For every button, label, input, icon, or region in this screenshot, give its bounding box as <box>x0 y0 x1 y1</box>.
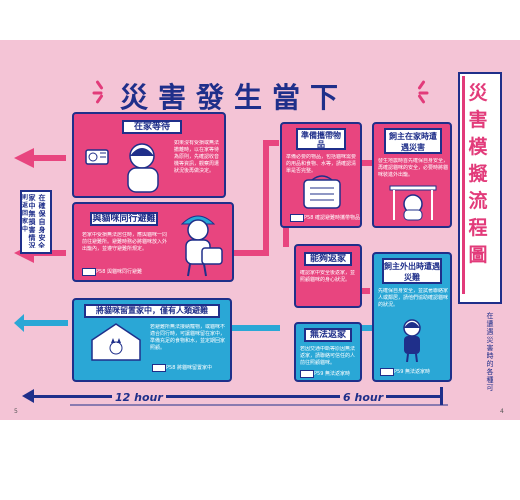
person-under-table-illustration <box>389 185 437 221</box>
ref-icon <box>152 364 166 372</box>
card-owner-outside-ref: P59 無法返家時 <box>394 369 430 375</box>
page-number-right: 4 <box>500 408 504 415</box>
side-title-accent <box>462 76 465 294</box>
side-description: 在遭遇災害時的各種可能狀況及應對方法，整理成流程圖，依照事先模擬的情境，事先擬定… <box>486 312 494 392</box>
person-with-carrier-illustration <box>180 215 223 277</box>
card-prepare-items-heading: 準備攜帶物品 <box>296 128 346 150</box>
page-title: 災害發生當下 <box>120 81 349 114</box>
card-cat-stay-home-ref: P58 將貓咪留置家中 <box>166 365 212 371</box>
return-home-label-box <box>20 190 52 254</box>
radio-person-illustration <box>85 143 159 193</box>
page-number-left: 5 <box>14 408 18 415</box>
timeline-label-12-hour: 12 hour <box>112 391 166 404</box>
card-evacuate-with-cat-text: 若家中受損無法居住時，應與貓咪一同前往避難所。避難時務必將貓咪放入外出籠內，並遵… <box>82 232 168 252</box>
ref-icon <box>300 370 314 378</box>
card-owner-outside-text: 先確保自身安全，並試著聯絡家人或鄰居，請他們協助確認貓咪的狀況。 <box>378 288 448 308</box>
ref-icon <box>380 368 394 376</box>
person-with-phone-illustration <box>403 319 421 362</box>
card-cannot-go-home-text: 若因交通中斷等原因無法返家，請聯絡可信任的人前往照顧貓咪。 <box>300 346 356 366</box>
card-cannot-go-home-heading: 無法返家 <box>304 328 352 342</box>
return-home-label-line-3: 則返回家中 <box>22 194 28 233</box>
cat-in-house-illustration <box>91 323 141 361</box>
card-evacuate-with-cat-heading: 與貓咪同行避難 <box>90 212 158 226</box>
card-cat-stay-home-heading: 將貓咪留置家中，僅有人類避難 <box>84 304 220 318</box>
card-evacuate-with-cat-ref: P58 與貓咪同行避難 <box>96 269 142 275</box>
side-title-box <box>458 72 502 304</box>
card-cannot-go-home-ref: P59 無法返家時 <box>314 371 350 377</box>
ref-icon <box>82 268 96 276</box>
card-owner-at-home-heading: 飼主在家時遭遇災害 <box>384 128 442 154</box>
card-at-home-wait-heading: 在家等待 <box>122 120 182 134</box>
side-title: 災害模擬流程圖 <box>468 82 488 266</box>
return-home-label-line-1: 在確保自身安全， <box>38 194 46 248</box>
book-spread: 災害發生當下 災害模擬流程圖 在遭遇災害時的各種可能狀況及應對方法，整理成流程圖… <box>0 40 520 420</box>
ref-icon <box>290 214 304 222</box>
card-cat-stay-home-text: 若避難所無法接納寵物，或貓咪不適合同行時，可讓貓咪留在家中，準備充足的食物和水，… <box>150 324 226 351</box>
card-prepare-items-ref: P58 確認避難時攜帶物品 <box>304 215 360 221</box>
card-owner-at-home-text: 發生地震時首先確保自身安全，再確認貓咪的安全，必要時將貓咪裝進外出籠。 <box>378 158 448 178</box>
card-can-go-home-heading: 能夠返家 <box>304 252 352 266</box>
card-prepare-items-text: 準備必要的物品，包括貓咪需要的用品和食物、水等，請確認清單是否完整。 <box>286 154 357 174</box>
timeline-label-6-hour: 6 hour <box>340 391 387 404</box>
card-can-go-home-text: 確認家中安全後返家，並照顧貓咪的身心狀況。 <box>300 270 356 283</box>
pet-carrier-illustration <box>303 175 341 209</box>
card-at-home-wait-text: 如果沒有受損或無法撤離時，以在家等待為原則，先確認收音機等資訊，觀察周遭狀況後再… <box>174 140 220 174</box>
return-home-label-line-2: 家中無損害情況下， <box>28 194 36 248</box>
card-owner-outside-heading: 飼主外出時遭遇災難 <box>382 258 442 284</box>
